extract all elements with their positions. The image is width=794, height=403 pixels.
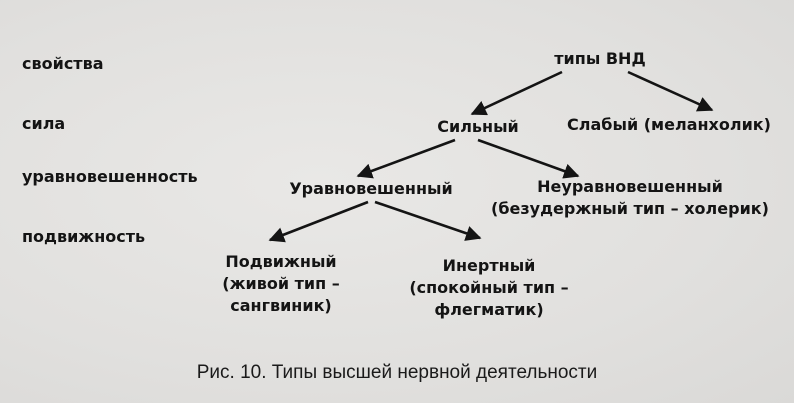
node-strong: Сильный [418, 116, 538, 138]
label-properties: свойства [22, 54, 104, 73]
arrow-root-to-weak [627, 70, 714, 112]
label-strength: сила [22, 114, 66, 133]
node-inert-description-1: (спокойный тип – [409, 278, 569, 297]
arrow-strong-to-unbalanced [477, 138, 580, 179]
arrow-strong-to-balanced [356, 138, 456, 179]
arrow-balanced-to-mobile [268, 200, 369, 243]
label-balance: уравновешенность [22, 167, 198, 186]
node-unbalanced-description: (безудержный тип – холерик) [491, 199, 769, 218]
arrow-balanced-to-inert [374, 200, 482, 241]
node-weak-label: Слабый (меланхолик) [567, 115, 771, 134]
node-mobile: Подвижный (живой тип – сангвиник) [196, 251, 366, 317]
figure-caption: Рис. 10. Типы высшей нервной деятельност… [196, 362, 598, 383]
node-mobile-label: Подвижный [225, 252, 337, 271]
label-mobility: подвижность [22, 227, 146, 246]
arrow-root-to-strong [470, 70, 563, 116]
node-balanced: Уравновешенный [283, 178, 459, 200]
node-root-label: типы ВНД [554, 49, 646, 68]
node-unbalanced-label: Неуравновешенный [537, 177, 723, 196]
node-balanced-label: Уравновешенный [289, 179, 453, 198]
node-root: типы ВНД [535, 48, 665, 70]
node-mobile-description-2: сангвиник) [230, 296, 332, 315]
node-inert-description-2: флегматик) [434, 300, 544, 319]
node-strong-label: Сильный [437, 117, 519, 136]
node-inert: Инертный (спокойный тип – флегматик) [382, 255, 596, 321]
node-unbalanced: Неуравновешенный (безудержный тип – холе… [474, 176, 786, 220]
node-inert-label: Инертный [442, 256, 536, 275]
node-mobile-description-1: (живой тип – [222, 274, 340, 293]
node-weak: Слабый (меланхолик) [556, 114, 782, 136]
